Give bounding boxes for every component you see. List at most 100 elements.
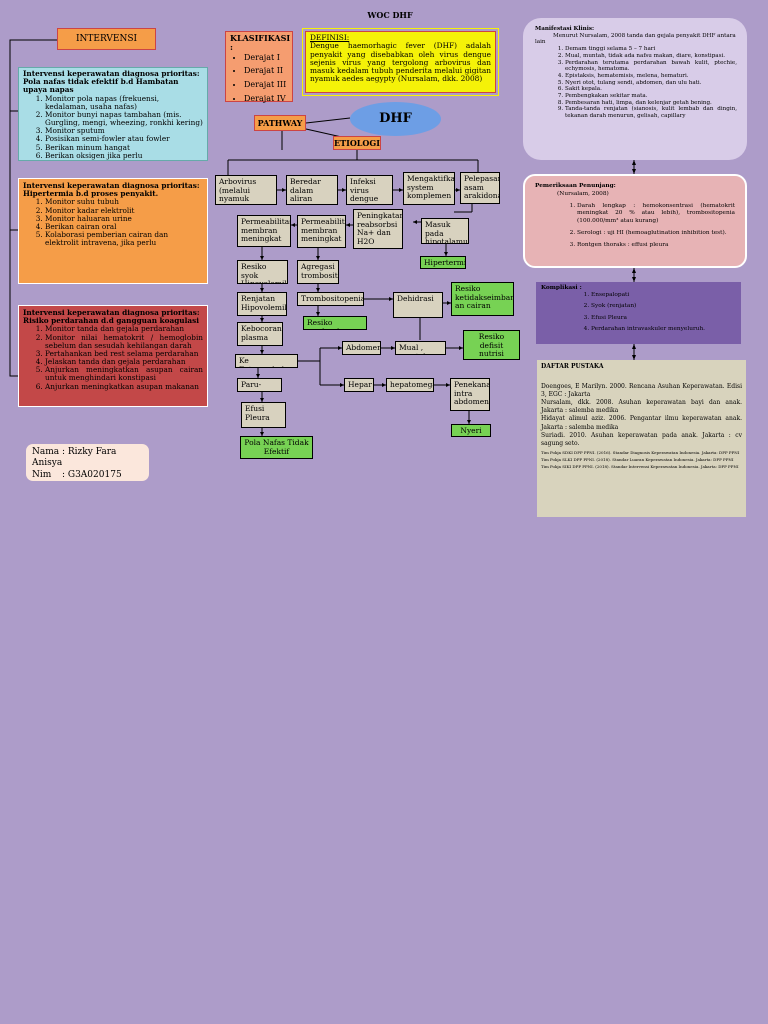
pustaka-ref: Tim Pokja SDKI DPP PPNI. (2016). Standar… xyxy=(541,449,740,455)
flow-infeksi: Infeksi virus dengue xyxy=(346,175,393,205)
box-subtitle: Hipertermia b.d proses penyakit. xyxy=(23,189,159,199)
klasifikasi-box: KLASIFIKASI : Derajat I Derajat II Deraj… xyxy=(225,31,293,104)
list-item: Sakit kepala. xyxy=(565,86,737,93)
list-item: Perdarahan intravaskuler menyeluruh. xyxy=(591,326,736,333)
list-item: Tanda-tanda renjatan (sianosis, kulit le… xyxy=(565,106,737,119)
flow-pola-nafas: Pola Nafas Tidak Efektif xyxy=(240,436,313,459)
list-item: Kolaborasi pemberian cairan dan elektrol… xyxy=(45,230,203,247)
flow-dehidrasi: Dehidrasi xyxy=(393,292,443,318)
list-item: Demam tinggi selama 5 – 7 hari xyxy=(565,46,737,53)
list-item: Monitor kadar elektrolit xyxy=(45,206,203,215)
pustaka-title: DAFTAR PUSTAKA xyxy=(541,363,604,370)
list-item: Darah lengkap : hemokonsentrasi (hematok… xyxy=(577,203,735,226)
list-item: Derajat II xyxy=(244,67,288,76)
definisi-text: Dengue haemorhagic fever (DHF) adalah pe… xyxy=(310,41,491,84)
flow-masuk: Masuk pada hipotalamus xyxy=(421,218,469,244)
list-item: Jelaskan tanda dan gejala perdarahan xyxy=(45,357,203,366)
list-item: Berikan minum hangat xyxy=(45,143,203,152)
page-title: WOC DHF xyxy=(367,10,413,20)
list-item: Ensepalopati xyxy=(591,292,736,299)
definisi-title: DEFINISI: xyxy=(310,33,350,42)
dhf-node: DHF xyxy=(350,102,441,136)
list-item: Anjurkan meningkatkan asupan cairan untu… xyxy=(45,366,203,383)
pustaka-ref: Doengoes, E Marilyn. 2000. Rencana Asuha… xyxy=(541,383,742,399)
flow-agregasi: Agregasi trombosit xyxy=(297,260,339,284)
flow-pelepasan: Pelepasan asam arakidonat xyxy=(460,172,500,204)
flow-penekanan: Penekanan intra abdomen xyxy=(450,378,490,411)
flow-ke-extravaskuler: Ke Extravaskuler xyxy=(235,354,298,368)
list-item: Pertahankan bed rest selama perdarahan xyxy=(45,349,203,358)
list-item: Syok (renjatan) xyxy=(591,303,736,310)
flow-abdomen: Abdomen xyxy=(342,341,381,355)
list-item: Monitor sputum xyxy=(45,127,203,135)
flow-hepar: Hepar xyxy=(344,378,374,392)
komplikasi-box: Komplikasi : Ensepalopati Syok (renjatan… xyxy=(536,282,741,344)
name-value: : Rizky Fara Anisya xyxy=(32,447,117,469)
list-item: Monitor suhu tubuh xyxy=(45,198,203,206)
list-item: Derajat IV xyxy=(244,94,288,104)
intervensi-hipertermia-box: Intervensi keperawatan diagnosa priorita… xyxy=(18,178,208,284)
flow-hipertermi: Hipertermi xyxy=(420,256,466,269)
list-item: Derajat I xyxy=(244,53,288,63)
box-title: Intervensi keperawatan diagnosa priorita… xyxy=(23,181,200,190)
pustaka-ref: Tim Pokja SIKI DPP PPNI. (2018). Standar… xyxy=(541,464,739,470)
flow-trombositopenia: Trombositopenia xyxy=(297,292,364,306)
list-item: Epistaksis, hematemisis, melena, hematur… xyxy=(565,73,737,80)
list-item: Monitor bunyi napas tambahan (mis. Gurgl… xyxy=(45,110,203,127)
pustaka-ref: Nursalam, dkk. 2008. Asuhan keperawatan … xyxy=(541,399,742,415)
manifestasi-list: Demam tinggi selama 5 – 7 hari Mual, mun… xyxy=(535,46,737,120)
intervensi-list: Monitor tanda dan gejala perdarahan Moni… xyxy=(23,325,203,391)
box-subtitle: Risiko perdarahan d.d gangguan koagulasi xyxy=(23,316,199,326)
flow-arbovirus: Arbovirus (melalui nyamuk aedes) xyxy=(215,175,277,205)
flow-efusi: Efusi Pleura xyxy=(241,402,286,428)
manifestasi-title: Manifestasi Klinis: xyxy=(535,26,595,32)
intervensi-header: INTERVENSI xyxy=(57,28,156,50)
manifestasi-box: Manifestasi Klinis: Menurut Nursalam, 20… xyxy=(523,18,747,160)
list-item: Nyeri otot, tulang sendi, abdomen, dan u… xyxy=(565,80,737,87)
flow-peningkatan: Peningkatan reabsorbsi Na+ dan H2O xyxy=(353,209,403,249)
flow-resiko-perdarahan: Resiko perdarahan xyxy=(303,316,367,330)
intervensi-perdarahan-box: Intervensi keperawatan diagnosa priorita… xyxy=(18,305,208,407)
flow-permeabilitas-2: Permeabilitas membran meningkat xyxy=(297,215,346,248)
flow-renjatan: Renjatan Hipovolemik xyxy=(237,292,287,316)
list-item: Derajat III xyxy=(244,80,288,90)
flow-mual: Mual , muntah xyxy=(395,341,446,355)
pustaka-ref: Hidayat alimul aziz. 2006. Pengantar ilm… xyxy=(541,415,742,431)
list-item: Efusi Pleura xyxy=(591,315,736,322)
nim-value: : G3A020175 xyxy=(62,469,122,480)
list-item: Rontgen thoraks : effusi pleura xyxy=(577,242,735,250)
nim-label: Nim xyxy=(32,469,52,480)
list-item: Anjurkan meningkatkan asupan makanan xyxy=(45,382,203,391)
box-title: Intervensi keperawatan diagnosa priorita… xyxy=(23,308,200,317)
flow-hepatomegali: hepatomegali xyxy=(386,378,434,392)
flow-resiko-syok: Resiko syok Hipovolemik xyxy=(237,260,288,284)
box-subtitle: Pola nafas tidak efektif b.d Hambatan up… xyxy=(23,77,179,95)
manifestasi-intro: Menurut Nursalam, 2008 tanda dan gejala … xyxy=(535,32,736,46)
list-item: Berikan oksigen jika perlu xyxy=(45,151,203,160)
flow-resiko-ketidakseimbangan: Resiko ketidakseimbang an cairan xyxy=(451,282,514,316)
flow-nyeri: Nyeri xyxy=(451,424,491,437)
list-item: Monitor nilai hematokrit / hemoglobin se… xyxy=(45,333,203,350)
komplikasi-title: Komplikasi : xyxy=(541,285,582,291)
identity-box: Nama: Rizky Fara Anisya Nim: G3A020175 xyxy=(26,444,149,481)
klasifikasi-title: KLASIFIKASI : xyxy=(230,33,291,52)
intervensi-pola-nafas-box: Intervensi keperawatan diagnosa priorita… xyxy=(18,67,208,161)
list-item: Pembengkakan sekitar mata. xyxy=(565,93,737,100)
list-item: Monitor haluaran urine xyxy=(45,214,203,223)
komplikasi-list: Ensepalopati Syok (renjatan) Efusi Pleur… xyxy=(541,292,736,333)
intervensi-list: Monitor suhu tubuh Monitor kadar elektro… xyxy=(23,198,203,247)
list-item: Posisikan semi-fowler atau fowler xyxy=(45,135,203,143)
penunjang-box: Pemeriksaan Penunjang: (Nursalam, 2008) … xyxy=(523,174,747,268)
flow-resiko-defisit: Resiko defisit nutrisi xyxy=(463,330,520,360)
list-item: Perdarahan terutama perdarahan bawah kul… xyxy=(565,60,737,73)
box-title: Intervensi keperawatan diagnosa priorita… xyxy=(23,69,200,78)
list-item: Monitor tanda dan gejala perdarahan xyxy=(45,325,203,333)
flow-permeabilitas-1: Permeabilitas membran meningkat xyxy=(237,215,291,247)
flow-paru: Paru-paru xyxy=(237,378,282,392)
klasifikasi-list: Derajat I Derajat II Derajat III Derajat… xyxy=(230,53,288,104)
pustaka-box: DAFTAR PUSTAKA Doengoes, E Marilyn. 2000… xyxy=(537,360,746,517)
list-item: Berikan cairan oral xyxy=(45,222,203,231)
list-item: Monitor pola napas (frekuensi, kedalaman… xyxy=(45,94,203,111)
definisi-box: DEFINISI: Dengue haemorhagic fever (DHF)… xyxy=(302,28,499,96)
